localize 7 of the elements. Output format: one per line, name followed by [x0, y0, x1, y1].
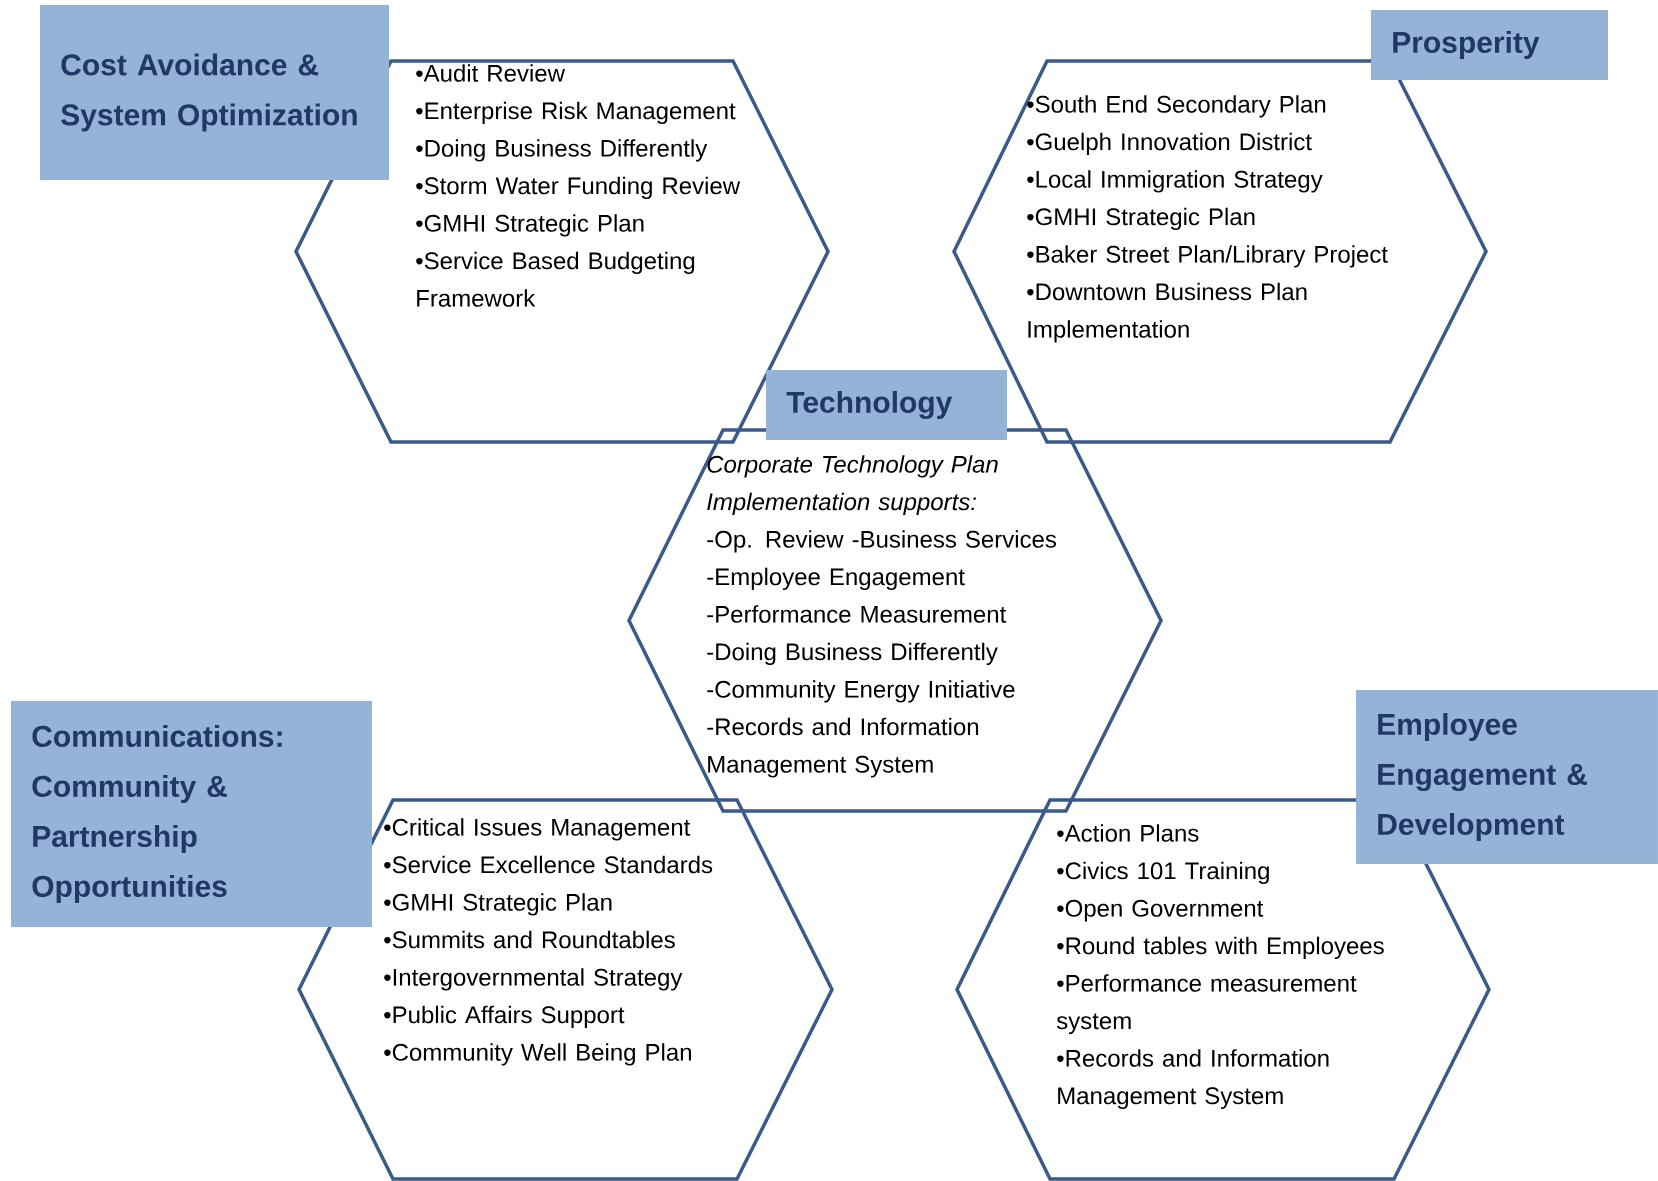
hexagon: •South End Secondary Plan •Guelph Innovation District •Local Immigration Strategy •GMHI Strategic Plan •Baker Street Plan/Library Project •Downtown Business Plan Implementation — [952, 59, 1488, 444]
heading-box: Cost Avoidance & System Optimization — [40, 5, 389, 180]
hexagon: •Critical Issues Management •Service Excellence Standards •GMHI Strategic Plan •Summits and Roundtables •Intergovernmental Strategy •Public Affairs Support •Community Well Being Plan — [297, 798, 834, 1181]
heading-box: Communications: Community & Partnership Opportunities — [11, 701, 372, 927]
heading-box: Prosperity — [1371, 10, 1608, 80]
heading-box: Technology — [766, 370, 1007, 440]
heading-box: Employee Engagement & Development — [1356, 690, 1658, 864]
